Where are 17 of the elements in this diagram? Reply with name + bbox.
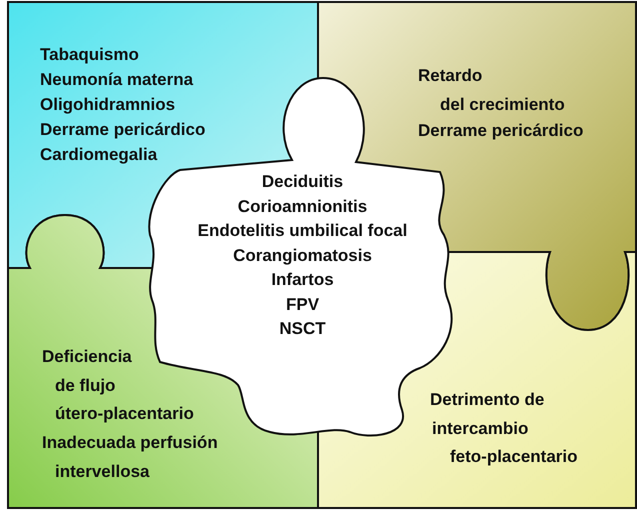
- list-item: Cardiomegalia: [40, 144, 158, 166]
- list-item: FPV: [286, 294, 320, 314]
- list-item: Deciduitis: [262, 172, 344, 191]
- list-item: Corioamnionitis: [238, 196, 368, 216]
- list-item: Neumonía materna: [40, 69, 194, 91]
- list-item: Endotelitis umbilical focal: [198, 221, 408, 240]
- list-item: Derrame pericárdico: [40, 119, 206, 141]
- list-item: Retardo del crecimiento: [418, 65, 565, 116]
- list-item: Oligohidramnios: [40, 94, 176, 116]
- list-item: Tabaquismo: [40, 44, 139, 66]
- list-item: Derrame pericárdico: [418, 120, 584, 142]
- list-item: NSCT: [279, 319, 326, 338]
- list-item: Corangiomatosis: [233, 246, 372, 264]
- list-item: Detrimento de intercambio feto-placentario: [430, 389, 578, 468]
- list-item: Deficiencia de flujo útero-placentario: [42, 346, 194, 425]
- list-item: Infartos: [271, 270, 334, 289]
- list-item: Inadecuada perfusión intervellosa: [42, 432, 218, 482]
